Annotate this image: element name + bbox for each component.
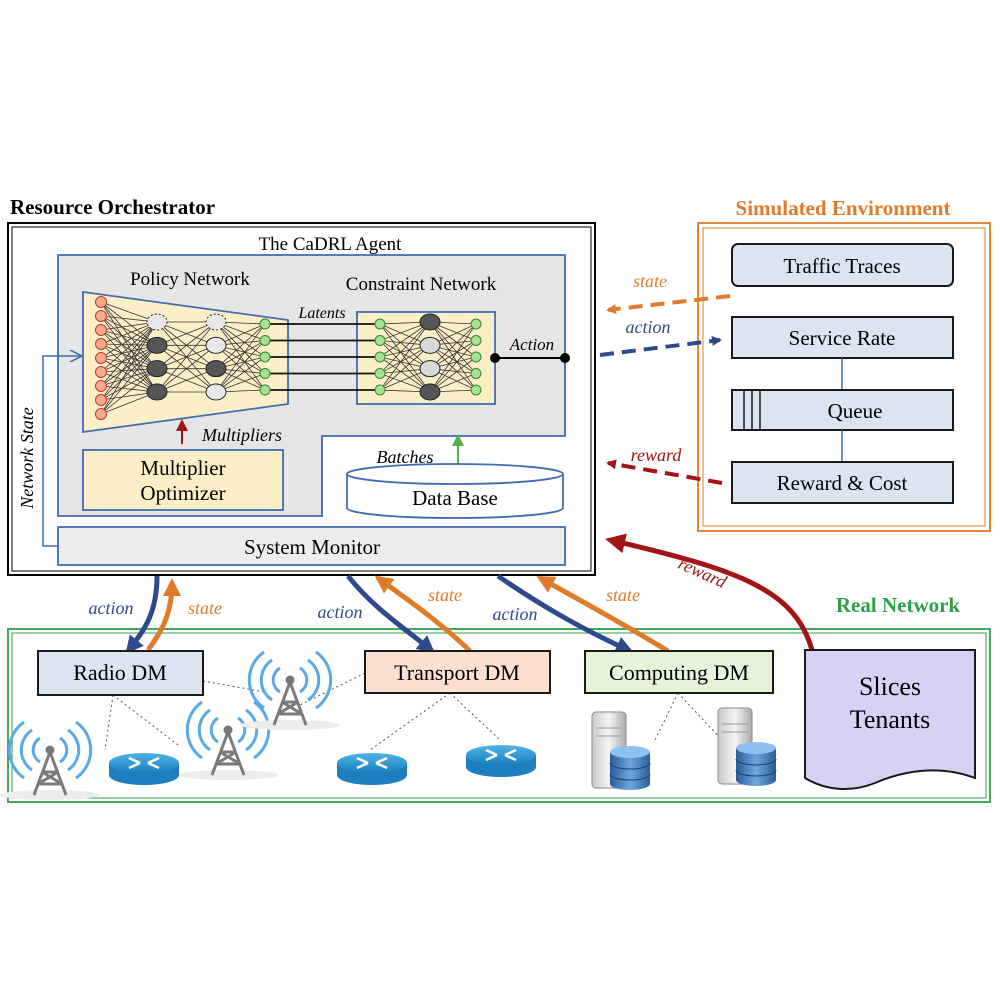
queue-label: Queue	[828, 399, 883, 423]
traffic-traces-box	[731, 243, 954, 287]
real-reward-arrow	[605, 533, 815, 651]
multiplier-optimizer-label-2: Optimizer	[140, 481, 225, 505]
radio-state-label: state	[188, 598, 222, 618]
router-icon	[109, 753, 179, 785]
antenna-icon	[178, 700, 278, 780]
antenna-icon	[240, 650, 340, 730]
data-base-cylinder	[346, 463, 564, 519]
service-rate-label: Service Rate	[789, 326, 896, 350]
policy-network-label: Policy Network	[130, 269, 250, 290]
data-base-label: Data Base	[412, 486, 498, 510]
action-dot-left	[490, 353, 500, 363]
sim-reward-label: reward	[631, 445, 683, 465]
slices-tenants-box	[804, 649, 976, 790]
computing-action-arrow	[496, 573, 634, 654]
real-network-title: Real Network	[836, 593, 961, 617]
server-database-icon	[717, 707, 777, 786]
computing-dm-box	[584, 650, 774, 694]
system-monitor-label: System Monitor	[244, 535, 380, 559]
transport-action-arrow	[346, 574, 436, 654]
radio-state-arrow	[145, 578, 181, 652]
sim-action-label: action	[626, 317, 671, 337]
policy-network-panel	[82, 290, 289, 434]
action-dot-right	[560, 353, 570, 363]
computing-dm-label: Computing DM	[609, 660, 749, 685]
multipliers-label: Multipliers	[201, 425, 282, 445]
neural-net-nodes	[95, 296, 482, 420]
sim-reward-arrow	[606, 459, 723, 485]
multiplier-optimizer-label-1: Multiplier	[140, 456, 225, 480]
sim-action-arrow	[599, 336, 722, 357]
sim-state-label: state	[633, 271, 667, 291]
network-state-label: Network State	[17, 407, 37, 510]
server-database-icon	[591, 711, 651, 790]
network-state-line	[42, 356, 80, 547]
transport-state-arrow	[374, 575, 472, 653]
resource-orchestrator-title: Resource Orchestrator	[10, 195, 215, 219]
computing-state-label: state	[606, 585, 640, 605]
router-icon	[337, 753, 407, 785]
reward-cost-label: Reward & Cost	[777, 471, 908, 495]
transport-action-label: action	[318, 602, 363, 622]
slices-label: Slices	[859, 672, 921, 701]
multiplier-optimizer-box	[82, 449, 284, 511]
action-label: Action	[509, 335, 554, 354]
computing-action-label: action	[493, 604, 538, 624]
transport-state-label: state	[428, 585, 462, 605]
latents-label: Latents	[297, 305, 345, 322]
router-icon	[466, 745, 536, 777]
simulated-environment-title: Simulated Environment	[736, 196, 951, 220]
tenants-label: Tenants	[850, 705, 931, 734]
radio-action-label: action	[89, 598, 134, 618]
service-rate-box	[731, 316, 954, 359]
computing-state-arrow	[536, 575, 670, 654]
reward-cost-box	[731, 461, 954, 504]
transport-dm-box	[364, 650, 551, 694]
constraint-network-label: Constraint Network	[346, 274, 497, 295]
radio-dm-label: Radio DM	[73, 660, 167, 685]
traffic-traces-label: Traffic Traces	[783, 254, 900, 278]
transport-dm-label: Transport DM	[394, 660, 520, 685]
radio-action-arrow	[125, 575, 160, 655]
system-monitor-box	[57, 526, 566, 566]
agent-title: The CaDRL Agent	[259, 234, 403, 255]
radio-dm-box	[37, 650, 204, 696]
batches-label: Batches	[377, 447, 434, 467]
real-reward-label: reward	[675, 553, 730, 592]
antenna-icon	[0, 720, 100, 800]
